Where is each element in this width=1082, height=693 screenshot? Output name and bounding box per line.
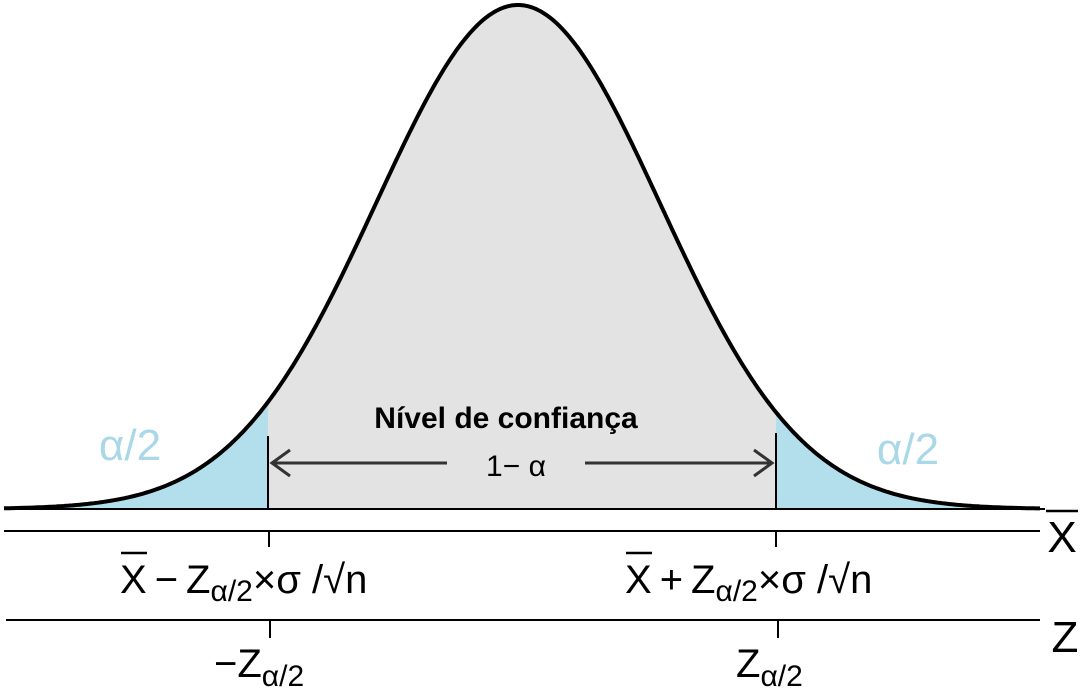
confidence-value: 1− α: [486, 450, 546, 483]
left-tail-region: [4, 402, 268, 509]
upper-bound-xbar: X: [625, 558, 652, 602]
upper-bound-root-n: √n: [828, 558, 872, 602]
confidence-arrow: [269, 448, 775, 478]
z-left-tick-z: −Z: [214, 642, 262, 686]
lower-bound-subscript: α/2: [210, 575, 252, 608]
z-left-tick-subscript: α/2: [262, 660, 304, 693]
right-tail-label: α/2: [877, 425, 939, 474]
z-axis-label: Z: [1052, 613, 1079, 662]
lower-bound-sigma: ×σ /: [253, 558, 324, 602]
svg-text:X−Zα/2×σ /√n: X−Zα/2×σ /√n: [120, 558, 367, 608]
upper-bound-z: Z: [691, 558, 715, 602]
confidence-region: [268, 5, 776, 509]
upper-bound-formula: X+Zα/2×σ /√n: [625, 551, 872, 608]
xbar-axis-label: X: [1047, 513, 1076, 562]
lower-bound-xbar: X: [120, 558, 147, 602]
upper-bound-plus: +: [660, 558, 683, 602]
z-right-tick-label: Zα/2: [736, 642, 803, 693]
lower-bound-formula: X−Zα/2×σ /√n: [120, 551, 367, 608]
svg-text:X+Zα/2×σ /√n: X+Zα/2×σ /√n: [625, 558, 872, 608]
confidence-title: Nível de confiança: [374, 402, 638, 435]
upper-bound-subscript: α/2: [715, 575, 757, 608]
z-right-tick-z: Z: [736, 642, 760, 686]
left-tail-label: α/2: [99, 421, 161, 470]
lower-bound-z: Z: [186, 558, 210, 602]
lower-bound-root-n: √n: [323, 558, 367, 602]
z-right-tick-subscript: α/2: [760, 660, 802, 693]
z-left-tick-label: −Zα/2: [214, 642, 304, 693]
lower-bound-minus: −: [155, 558, 178, 602]
normal-curve: [3, 2, 1040, 511]
upper-bound-sigma: ×σ /: [758, 558, 829, 602]
right-tail-region: [776, 412, 1040, 509]
